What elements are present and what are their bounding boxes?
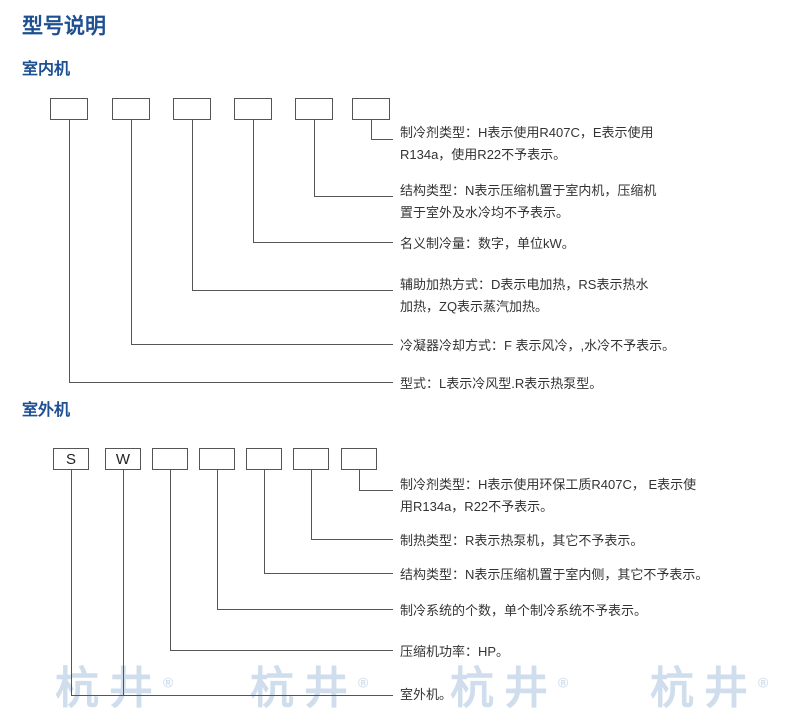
watermark-logo: 杭井®: [650, 652, 768, 716]
connector-vline: [123, 470, 124, 695]
connector-hline: [170, 650, 393, 651]
connector-vline: [371, 120, 372, 139]
outdoor-model-box-3: [152, 448, 188, 470]
outdoor-model-box-6: [293, 448, 329, 470]
indoor-model-box-3: [173, 98, 211, 120]
connector-hline: [264, 573, 393, 574]
callout-structure-type-outdoor: 结构类型：N表示压缩机置于室内侧，其它不予表示。: [400, 567, 709, 582]
registered-mark-icon: ®: [358, 674, 369, 691]
connector-hline: [71, 695, 393, 696]
connector-vline: [264, 470, 265, 573]
indoor-model-box-4: [234, 98, 272, 120]
callout-structure-type-indoor: 结构类型：N表示压缩机置于室内机，压缩机 置于室外及水冷均不予表示。: [400, 183, 657, 220]
connector-vline: [359, 470, 360, 490]
box-letter-s: S: [65, 450, 76, 468]
connector-vline: [311, 470, 312, 539]
connector-hline: [192, 290, 393, 291]
watermark-text: 杭井: [450, 664, 558, 713]
outdoor-model-box-7: [341, 448, 377, 470]
connector-vline: [170, 470, 171, 650]
connector-vline: [69, 120, 70, 382]
connector-vline: [314, 120, 315, 196]
callout-outdoor-unit: 室外机。: [400, 687, 453, 702]
callout-refrigerant-type-outdoor: 制冷剂类型：H表示使用环保工质R407C， E表示使 用R134a，R22不予表…: [400, 477, 697, 514]
page-title: 型号说明: [22, 15, 106, 38]
indoor-model-box-5: [295, 98, 333, 120]
connector-vline: [71, 470, 72, 695]
watermark-text: 杭井: [250, 664, 358, 713]
callout-heating-type: 制热类型：R表示热泵机，其它不予表示。: [400, 533, 644, 548]
watermark-logo: 杭井®: [250, 652, 368, 716]
callout-refrigeration-systems: 制冷系统的个数，单个制冷系统不予表示。: [400, 603, 648, 618]
connector-vline: [253, 120, 254, 242]
connector-hline: [69, 382, 393, 383]
connector-hline: [311, 539, 393, 540]
callout-model-type: 型式：L表示冷风型.R表示热泵型。: [400, 376, 603, 391]
connector-hline: [253, 242, 393, 243]
watermark-logo: 杭井®: [55, 652, 173, 716]
indoor-model-box-1: [50, 98, 88, 120]
outdoor-model-box-1: S: [53, 448, 89, 470]
connector-hline: [314, 196, 393, 197]
callout-condenser-cooling-mode: 冷凝器冷却方式：F 表示风冷，,水冷不予表示。: [400, 338, 676, 353]
indoor-model-box-2: [112, 98, 150, 120]
outdoor-model-box-2: W: [105, 448, 141, 470]
callout-nominal-capacity: 名义制冷量：数字，单位kW。: [400, 236, 575, 251]
connector-vline: [217, 470, 218, 609]
connector-hline: [371, 139, 393, 140]
outdoor-model-box-4: [199, 448, 235, 470]
registered-mark-icon: ®: [163, 674, 174, 691]
callout-aux-heating-mode: 辅助加热方式：D表示电加热，RS表示热水 加热，ZQ表示蒸汽加热。: [400, 277, 649, 314]
section-title-outdoor: 室外机: [22, 402, 71, 419]
connector-vline: [192, 120, 193, 290]
box-letter-w: W: [115, 450, 131, 468]
connector-hline: [217, 609, 393, 610]
outdoor-model-box-5: [246, 448, 282, 470]
watermark-text: 杭井: [650, 664, 758, 713]
registered-mark-icon: ®: [558, 674, 569, 691]
watermark-logo: 杭井®: [450, 652, 568, 716]
callout-refrigerant-type-indoor: 制冷剂类型：H表示使用R407C，E表示使用 R134a，使用R22不予表示。: [400, 125, 654, 162]
connector-hline: [131, 344, 393, 345]
connector-vline: [131, 120, 132, 344]
section-title-indoor: 室内机: [22, 61, 71, 78]
callout-compressor-power: 压缩机功率：HP。: [400, 644, 510, 659]
indoor-model-box-6: [352, 98, 390, 120]
registered-mark-icon: ®: [758, 674, 769, 691]
connector-hline: [359, 490, 393, 491]
